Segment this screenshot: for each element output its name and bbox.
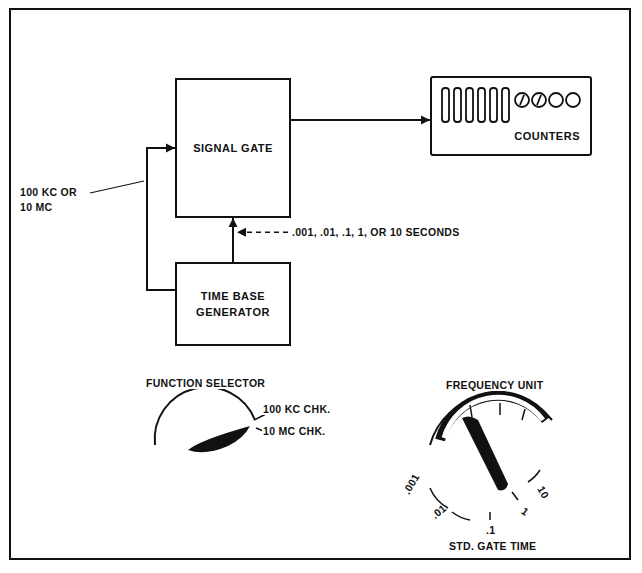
switch-position: 10 MC CHK. bbox=[262, 425, 327, 437]
signal-line bbox=[291, 116, 430, 125]
edge-label: .001, .01, .1, 1, OR 10 SECONDS bbox=[292, 225, 459, 240]
node-label: COUNTERS bbox=[514, 128, 580, 145]
caption-label: FREQUENCY UNIT bbox=[445, 379, 544, 391]
dashed-leader bbox=[237, 228, 288, 237]
scale-mark: 10 bbox=[535, 483, 553, 501]
scale-mark: .1 bbox=[485, 524, 496, 536]
leader-line bbox=[90, 181, 144, 193]
node-label: SIGNAL GATE bbox=[193, 140, 273, 157]
switch-position: 100 KC CHK. bbox=[262, 403, 331, 415]
process-box: SIGNAL GATE bbox=[175, 78, 291, 218]
counter-display: COUNTERS bbox=[430, 76, 592, 156]
signal-line bbox=[229, 218, 238, 262]
scale-mark: .01 bbox=[428, 501, 449, 521]
scale-mark: .001 bbox=[400, 471, 422, 497]
process-box: TIME BASE GENERATOR bbox=[175, 262, 291, 346]
edge-label: 100 KC OR 10 MC bbox=[20, 185, 86, 214]
signal-line bbox=[147, 144, 175, 291]
scale-mark: 1 bbox=[519, 504, 533, 518]
counter-digits bbox=[432, 78, 590, 154]
node-label: TIME BASE GENERATOR bbox=[185, 288, 281, 321]
caption-label: FUNCTION SELECTOR bbox=[145, 377, 266, 389]
caption-label: STD. GATE TIME bbox=[448, 540, 537, 552]
